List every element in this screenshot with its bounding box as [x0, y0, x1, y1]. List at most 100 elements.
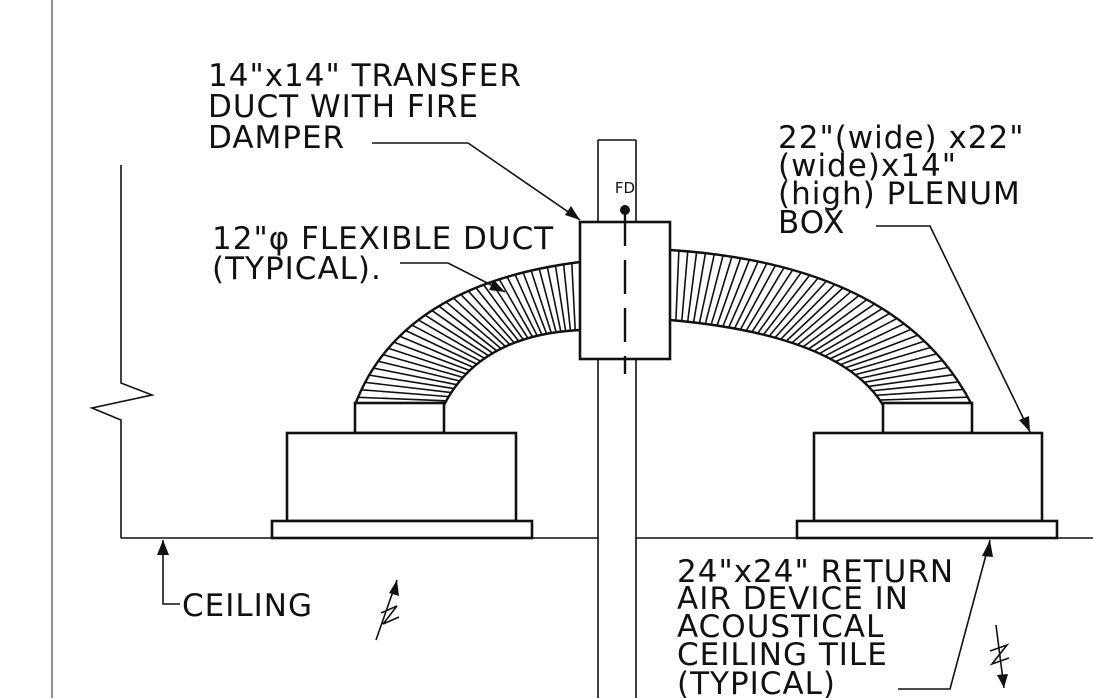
- duct-corrugation: [698, 254, 716, 324]
- duct-corrugation: [411, 324, 482, 362]
- label-line: 24"x24" RETURN: [677, 554, 954, 590]
- duct-corrugation: [745, 267, 785, 332]
- duct-corrugation: [475, 287, 520, 342]
- duct-corrugation: [554, 265, 567, 332]
- label-line: 22"(wide) x22": [778, 120, 1025, 156]
- label-transfer-duct: 14"x14" TRANSFER DUCT WITH FIRE DAMPER: [208, 58, 522, 156]
- duct-corrugation: [571, 263, 577, 331]
- duct-corrugation: [850, 346, 931, 372]
- label-line: ACOUSTICAL: [677, 609, 884, 645]
- label-line: (TYPICAL).: [212, 251, 382, 287]
- duct-corrugation: [686, 252, 698, 322]
- label-flexible-duct: 12"φ FLEXIBLE DUCT (TYPICAL).: [212, 221, 554, 287]
- duct-corrugation: [490, 281, 529, 339]
- duct-corrugation: [802, 298, 868, 348]
- label-line: 12"φ FLEXIBLE DUCT: [212, 221, 554, 257]
- duct-corrugation: [733, 263, 768, 329]
- duct-corrugation: [864, 366, 949, 384]
- duct-corrugation: [431, 309, 494, 354]
- duct-corrugation: [785, 287, 844, 342]
- duct-corrugation: [716, 257, 742, 326]
- duct-corrugation: [859, 359, 943, 380]
- duct-corrugation: [417, 319, 485, 360]
- plenum-box-right: [795, 401, 1059, 540]
- duct-corrugation: [808, 303, 876, 350]
- duct-corrugation: [675, 250, 680, 321]
- duct-corrugation: [710, 256, 733, 325]
- duct-corrugation: [774, 280, 828, 339]
- leader-plenum-box: [876, 225, 1031, 433]
- duct-corrugation: [498, 278, 534, 338]
- label-ceiling: CEILING: [182, 588, 313, 624]
- duct-corrugation: [452, 297, 506, 348]
- duct-corrugation: [382, 353, 464, 379]
- fire-damper-pivot-icon: [620, 205, 630, 215]
- label-plenum-box: 22"(wide) x22" (wide)x14" (high) PLENUM …: [778, 120, 1025, 241]
- label-line: DUCT WITH FIRE: [208, 89, 479, 125]
- duct-corrugation: [562, 264, 572, 331]
- plenum-box-left: [270, 401, 534, 540]
- transfer-duct: [578, 205, 672, 374]
- duct-corrugation: [405, 329, 478, 365]
- duct-corrugation: [522, 272, 548, 335]
- duct-corrugation: [727, 261, 759, 328]
- duct-corrugation: [514, 274, 543, 336]
- duct-corrugation: [791, 290, 852, 344]
- duct-corrugation: [872, 381, 959, 392]
- duct-corrugation: [762, 274, 811, 336]
- duct-corrugation: [438, 305, 498, 352]
- leader-transfer-duct: [372, 142, 581, 221]
- duct-corrugation: [768, 277, 819, 337]
- label-line: AIR DEVICE IN: [677, 581, 909, 617]
- duct-corrugation: [819, 312, 891, 355]
- duct-corrugation: [722, 259, 751, 327]
- label-line: 14"x14" TRANSFER: [208, 58, 522, 94]
- duct-corrugation: [680, 251, 689, 322]
- duct-corrugation: [388, 347, 467, 375]
- duct-corrugation: [377, 360, 460, 382]
- label-line: (high) PLENUM: [778, 176, 1021, 212]
- duct-corrugation: [393, 341, 470, 372]
- label-line: DAMPER: [208, 120, 345, 156]
- label-line: BOX: [778, 205, 845, 241]
- duct-corrugation: [829, 323, 905, 360]
- duct-corrugation: [813, 307, 883, 352]
- duct-corrugation: [876, 388, 964, 397]
- flexible-duct-left: [353, 260, 581, 406]
- duct-corrugation: [780, 283, 836, 340]
- duct-corrugation: [879, 396, 968, 401]
- duct-corrugation: [424, 314, 489, 357]
- duct-corrugation: [365, 381, 452, 394]
- duct-corrugation: [868, 373, 954, 388]
- label-return-air-device: 24"x24" RETURN AIR DEVICE IN ACOUSTICAL …: [677, 554, 954, 698]
- leader-flexible-duct: [400, 262, 506, 293]
- duct-corrugation: [467, 290, 515, 344]
- duct-corrugation: [538, 268, 557, 333]
- duct-corrugation: [757, 271, 802, 334]
- duct-corrugation: [835, 328, 912, 363]
- duct-corrugation: [373, 367, 457, 386]
- duct-corrugation: [369, 374, 455, 390]
- duct-corrugation: [445, 301, 502, 350]
- duct-corrugation: [854, 353, 937, 376]
- label-line: (wide)x14": [778, 148, 957, 184]
- duct-corrugation: [530, 270, 553, 334]
- flexible-duct-right: [669, 248, 974, 406]
- duct-corrugation: [840, 334, 919, 366]
- duct-corrugation: [845, 340, 925, 369]
- duct-corrugation: [358, 396, 447, 402]
- duct-corrugation: [751, 269, 794, 333]
- leader-return-air-device: [898, 539, 993, 690]
- leader-ceiling: [157, 540, 180, 605]
- duct-corrugation: [546, 267, 562, 332]
- left-wall: [89, 165, 155, 538]
- label-line: CEILING TILE: [677, 637, 888, 673]
- duct-corrugation: [797, 294, 860, 346]
- break-arrow-down-icon: [989, 624, 1010, 689]
- break-arrow-up-icon: [375, 579, 400, 641]
- duct-corrugation: [692, 253, 707, 323]
- duct-corrugation: [506, 276, 538, 337]
- duct-corrugation: [361, 388, 449, 398]
- duct-corrugation: [482, 284, 524, 341]
